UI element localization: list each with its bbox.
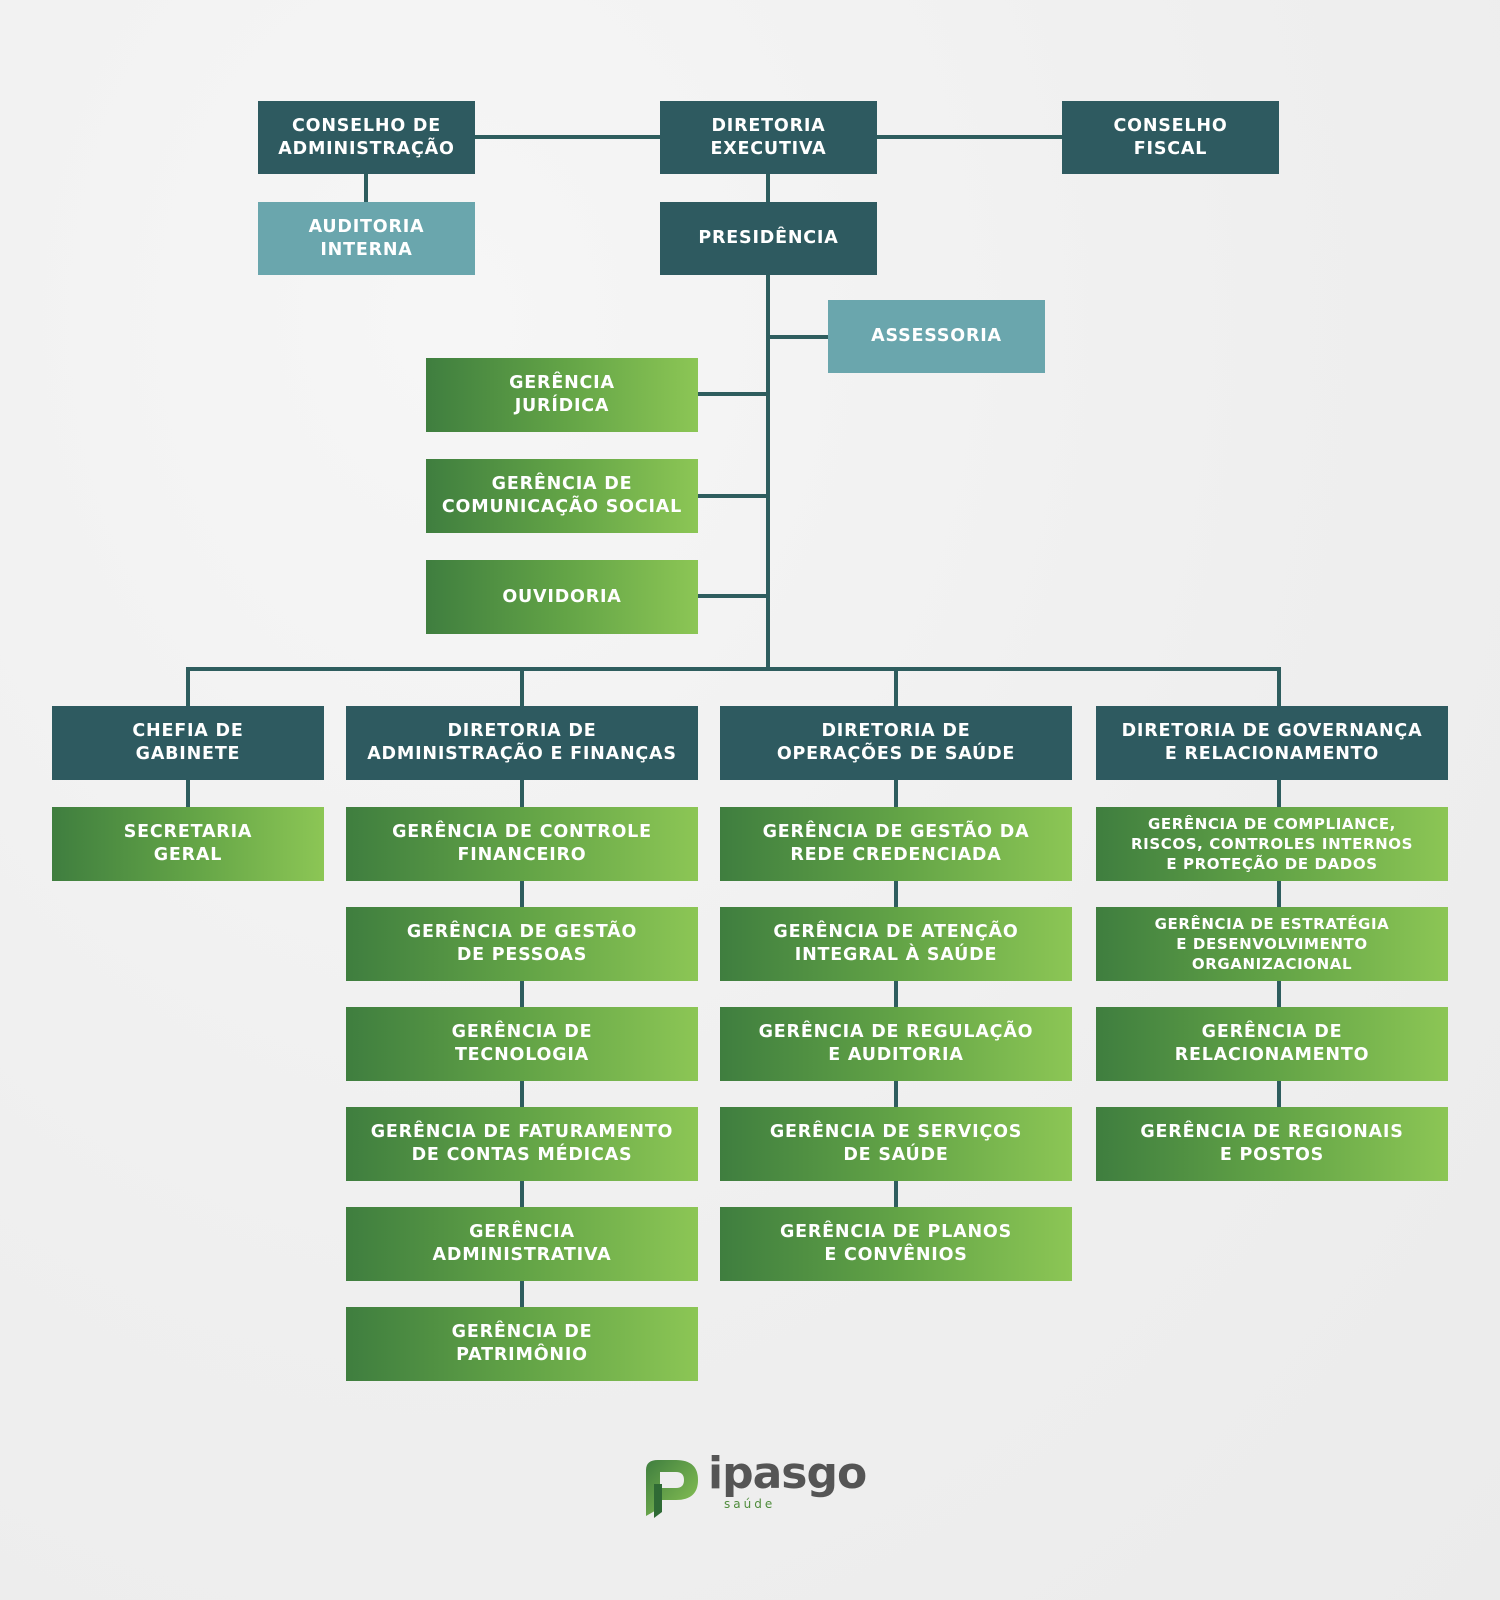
gerencia-box: GERÊNCIA DE REGULAÇÃO E AUDITORIA bbox=[720, 1007, 1072, 1081]
gerencia-box: GERÊNCIA DE TECNOLOGIA bbox=[346, 1007, 698, 1081]
chefia-gabinete-box: CHEFIA DE GABINETE bbox=[52, 706, 324, 780]
gerencia-box: GERÊNCIA ADMINISTRATIVA bbox=[346, 1207, 698, 1281]
gerencia-box: GERÊNCIA DE REGIONAIS E POSTOS bbox=[1096, 1107, 1448, 1181]
gerencia-box: GERÊNCIA DE RELACIONAMENTO bbox=[1096, 1007, 1448, 1081]
gerencia-box: GERÊNCIA DE COMPLIANCE, RISCOS, CONTROLE… bbox=[1096, 807, 1448, 881]
secretaria-geral-box: SECRETARIA GERAL bbox=[52, 807, 324, 881]
logo-subtitle: saúde bbox=[724, 1497, 776, 1511]
connector-line bbox=[1277, 667, 1281, 707]
conselho-fiscal-box: CONSELHO FISCAL bbox=[1062, 101, 1279, 174]
gerencia-comunicacao-box: GERÊNCIA DE COMUNICAÇÃO SOCIAL bbox=[426, 459, 698, 533]
presidencia-box: PRESIDÊNCIA bbox=[660, 202, 877, 275]
diretoria-operacoes-saude-box: DIRETORIA DE OPERAÇÕES DE SAÚDE bbox=[720, 706, 1072, 780]
gerencia-box: GERÊNCIA DE GESTÃO DA REDE CREDENCIADA bbox=[720, 807, 1072, 881]
connector-line bbox=[698, 594, 768, 598]
gerencia-box: GERÊNCIA DE PATRIMÔNIO bbox=[346, 1307, 698, 1381]
assessoria-box: ASSESSORIA bbox=[828, 300, 1045, 373]
gerencia-box: GERÊNCIA DE SERVIÇOS DE SAÚDE bbox=[720, 1107, 1072, 1181]
connector-line bbox=[186, 667, 1281, 671]
connector-line bbox=[698, 494, 768, 498]
diretoria-executiva-box: DIRETORIA EXECUTIVA bbox=[660, 101, 877, 174]
connector-line bbox=[768, 335, 828, 339]
ouvidoria-box: OUVIDORIA bbox=[426, 560, 698, 634]
gerencia-box: GERÊNCIA DE CONTROLE FINANCEIRO bbox=[346, 807, 698, 881]
connector-line bbox=[766, 174, 770, 202]
connector-line bbox=[894, 667, 898, 707]
gerencia-juridica-box: GERÊNCIA JURÍDICA bbox=[426, 358, 698, 432]
connector-line bbox=[766, 275, 770, 670]
connector-line bbox=[364, 174, 368, 202]
connector-line bbox=[698, 392, 768, 396]
ipasgo-p-logo-icon bbox=[646, 1460, 698, 1518]
connector-line bbox=[876, 135, 1062, 139]
connector-line bbox=[475, 135, 661, 139]
auditoria-interna-box: AUDITORIA INTERNA bbox=[258, 202, 475, 275]
gerencia-box: GERÊNCIA DE ATENÇÃO INTEGRAL À SAÚDE bbox=[720, 907, 1072, 981]
conselho-administracao-box: CONSELHO DE ADMINISTRAÇÃO bbox=[258, 101, 475, 174]
connector-line bbox=[186, 667, 190, 707]
connector-line bbox=[186, 780, 190, 808]
gerencia-box: GERÊNCIA DE PLANOS E CONVÊNIOS bbox=[720, 1207, 1072, 1281]
diretoria-adm-financas-box: DIRETORIA DE ADMINISTRAÇÃO E FINANÇAS bbox=[346, 706, 698, 780]
ipasgo-logo: ipasgo saúde bbox=[640, 1448, 880, 1522]
gerencia-box: GERÊNCIA DE ESTRATÉGIA E DESENVOLVIMENTO… bbox=[1096, 907, 1448, 981]
diretoria-governanca-box: DIRETORIA DE GOVERNANÇA E RELACIONAMENTO bbox=[1096, 706, 1448, 780]
gerencia-box: GERÊNCIA DE FATURAMENTO DE CONTAS MÉDICA… bbox=[346, 1107, 698, 1181]
connector-line bbox=[894, 780, 898, 1210]
gerencia-box: GERÊNCIA DE GESTÃO DE PESSOAS bbox=[346, 907, 698, 981]
logo-wordmark: ipasgo bbox=[708, 1448, 867, 1499]
connector-line bbox=[520, 667, 524, 707]
